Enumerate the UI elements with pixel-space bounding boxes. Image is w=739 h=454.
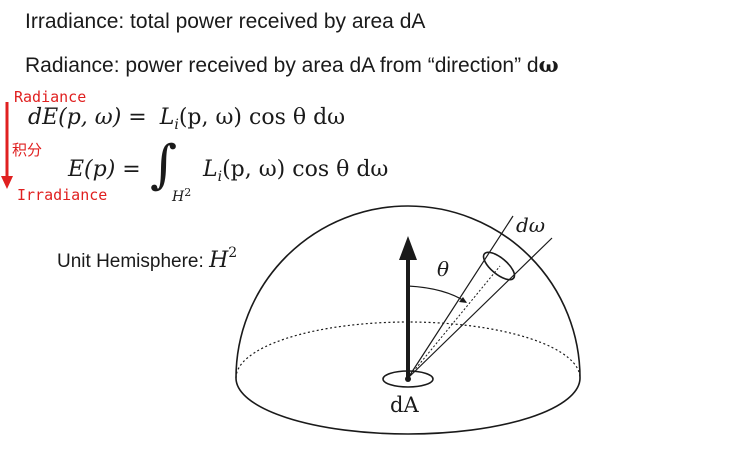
hemisphere-label-sup: 2 (228, 245, 238, 261)
equation-2-integrand-sub: i (217, 169, 223, 185)
equation-2-integrand: Li(p, ω) cos θ dω (203, 157, 388, 185)
equation-1: dE(p, ω) = Li(p, ω) cos θ dω (28, 105, 345, 133)
equation-2-integrand-rest: (p, ω) cos θ dω (222, 157, 389, 182)
radiance-definition-text: Radiance: power received by area dA from… (25, 54, 539, 77)
integral-domain-H: H (172, 189, 185, 205)
radiance-omega-symbol: ω (538, 52, 559, 77)
equation-1-rhs-L: L (159, 105, 175, 130)
cone-line-right (407, 237, 553, 379)
integral-domain: H2 (172, 186, 191, 205)
normal-arrow-head (399, 236, 417, 260)
cone-line-left (407, 215, 514, 379)
equation-1-rhs-sub: i (174, 117, 179, 133)
irradiance-definition-text: Irradiance: total power received by area… (25, 10, 426, 33)
equation-1-rhs-rest: (p, ω) cos θ dω (178, 105, 346, 130)
dA-label: dA (390, 393, 419, 417)
annotation-radiance-text: Radiance (14, 88, 87, 106)
red-arrow-head (1, 176, 13, 189)
annotation-radiance: Radiance (14, 88, 86, 106)
hemisphere-dome (235, 205, 581, 379)
annotation-irradiance-text: Irradiance (17, 186, 108, 204)
equation-2-integrand-L: L (203, 157, 218, 182)
theta-label: θ (437, 257, 449, 281)
domega-label: dω (516, 213, 545, 237)
hemisphere-label-H: H (209, 248, 229, 273)
annotation-integral: 积分 (12, 139, 42, 160)
integral-symbol: ∫ (150, 135, 178, 195)
equation-2-lhs: E(p) = (68, 157, 141, 182)
theta-arc-arrowhead (459, 297, 467, 303)
base-ellipse-front (235, 377, 581, 435)
direction-center-line (407, 265, 501, 379)
hemisphere-label: Unit Hemisphere: H2 (57, 245, 237, 273)
annotation-integral-text: 积分 (12, 141, 43, 159)
irradiance-definition: Irradiance: total power received by area… (25, 10, 425, 34)
integral-domain-sup: 2 (184, 186, 192, 199)
annotation-irradiance: Irradiance (17, 186, 107, 204)
hemisphere-label-text: Unit Hemisphere: (57, 251, 210, 272)
red-down-arrow (1, 102, 13, 189)
theta-arc (407, 285, 467, 303)
integral-sign: ∫ (150, 135, 177, 195)
radiance-definition: Radiance: power received by area dA from… (25, 52, 559, 78)
equation-2-lhs-wrap: E(p) = (68, 157, 141, 182)
domega-ellipse (482, 251, 516, 281)
equation-1-lhs: dE(p, ω) = (28, 105, 147, 130)
